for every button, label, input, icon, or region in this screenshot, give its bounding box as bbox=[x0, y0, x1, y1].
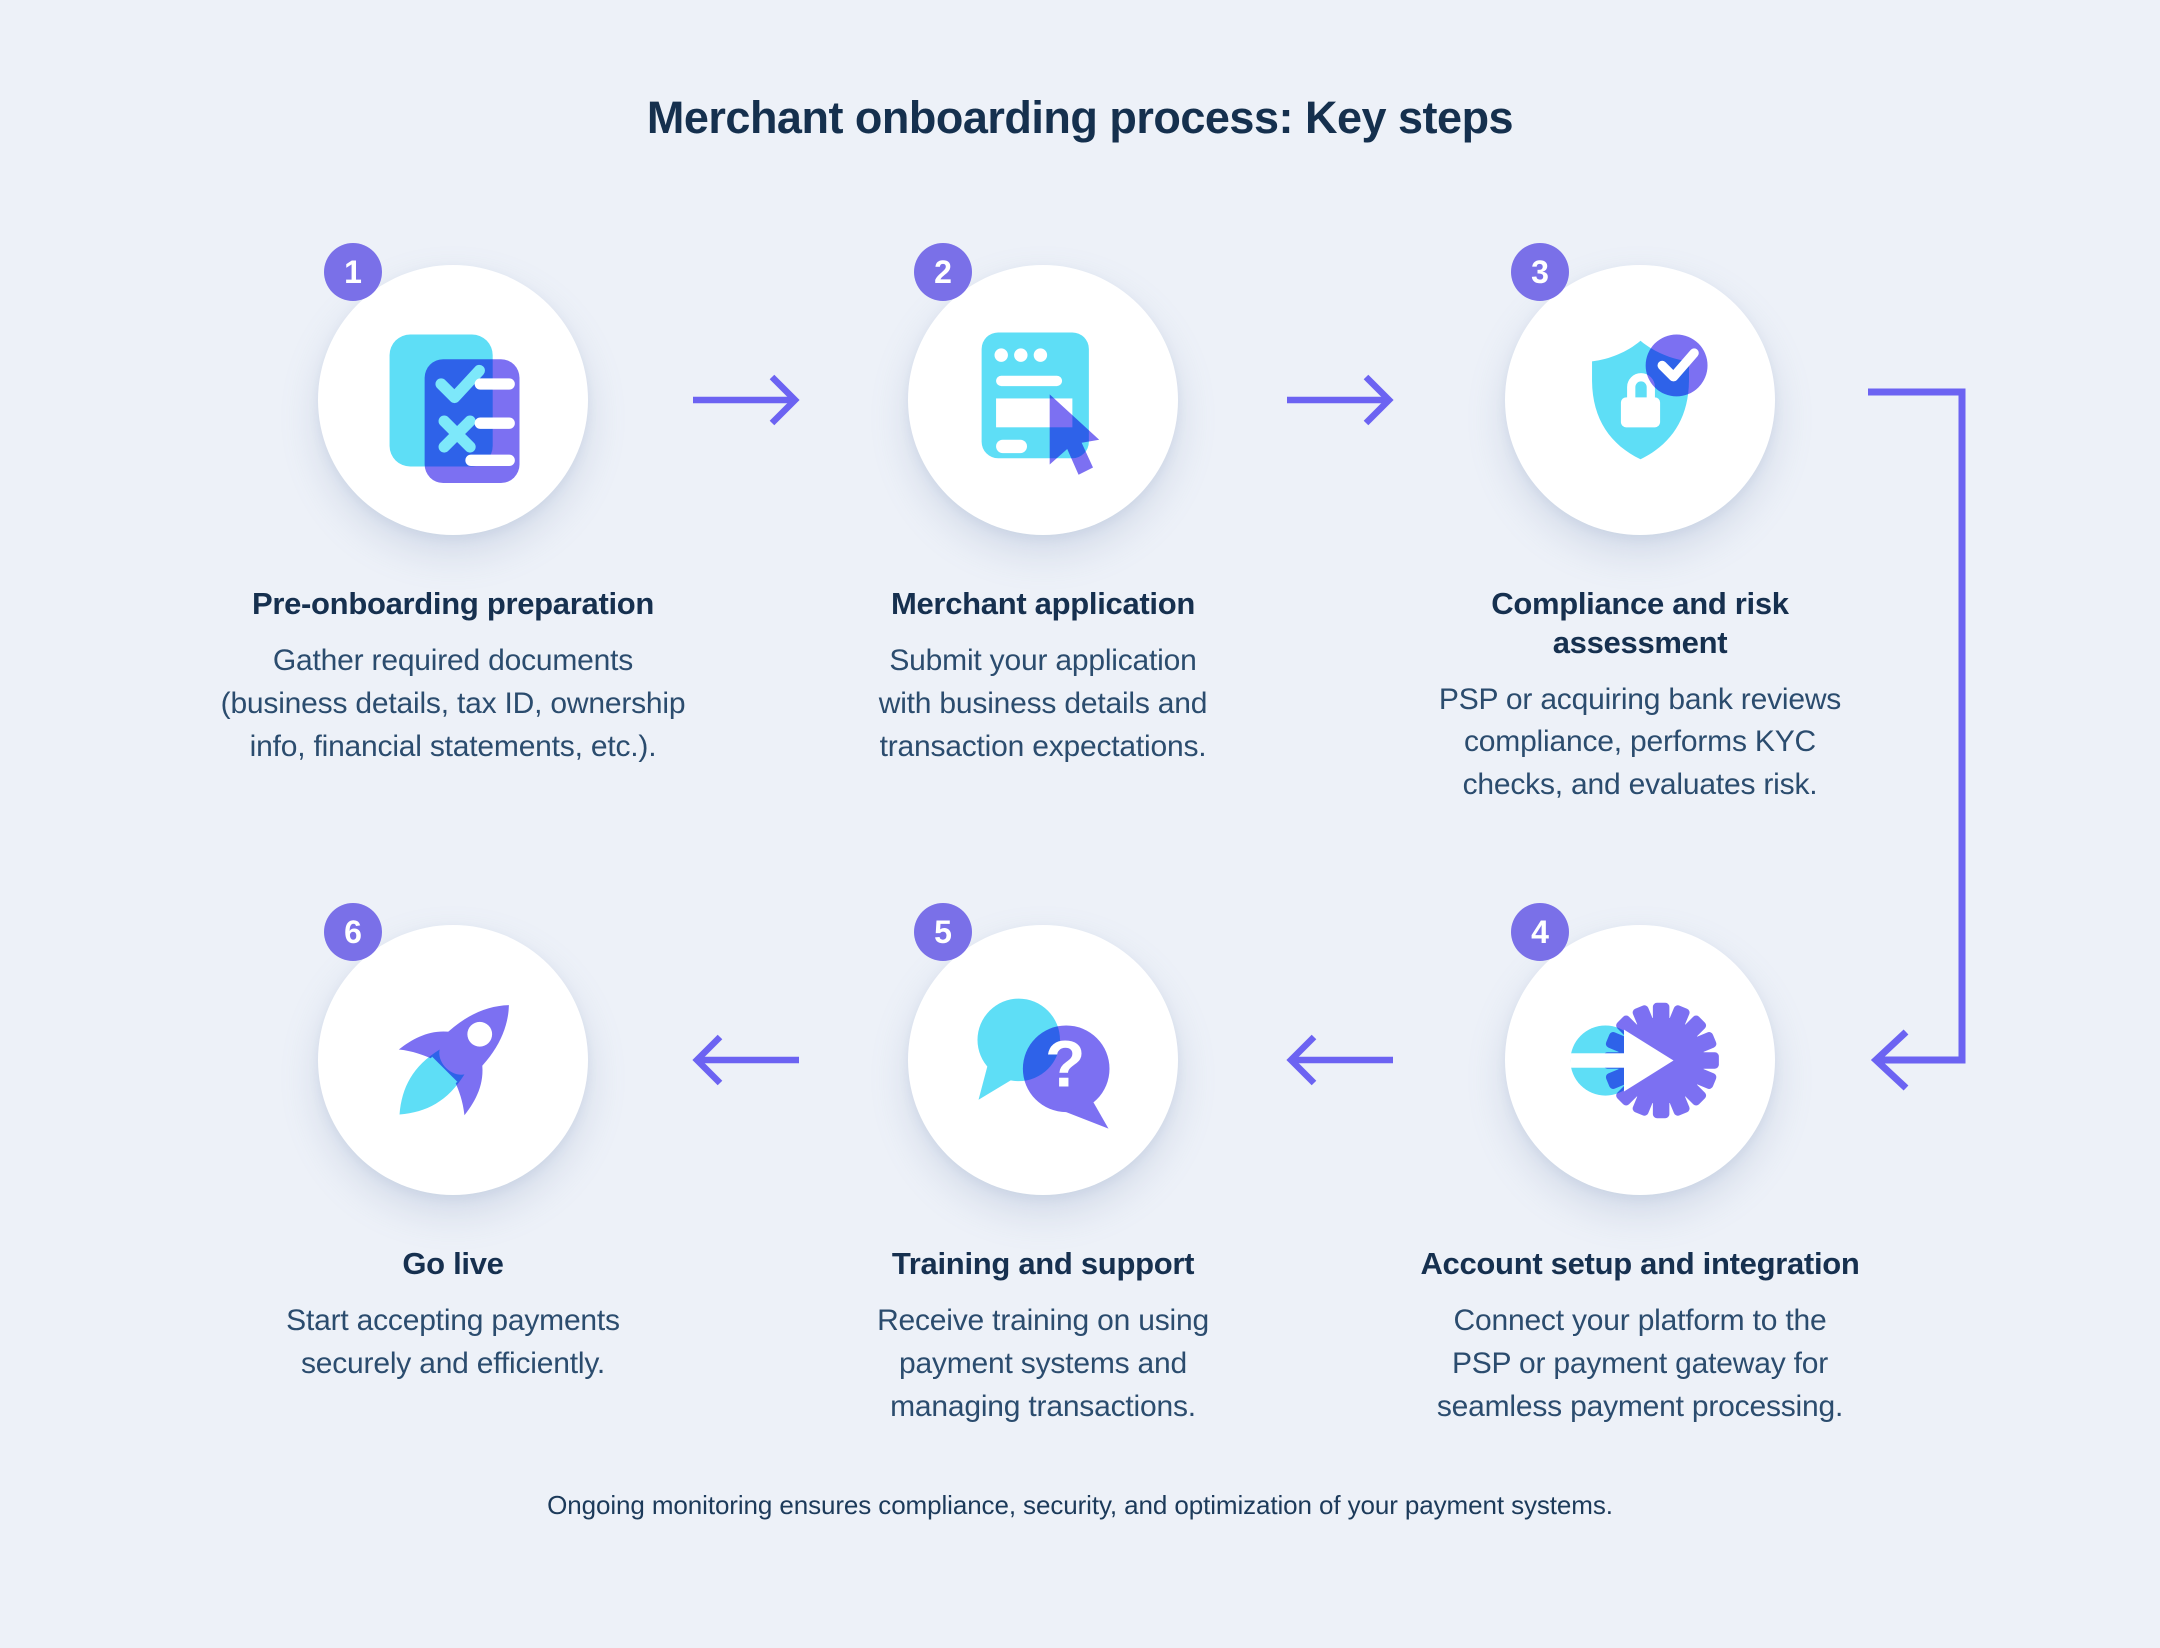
page-title: Merchant onboarding process: Key steps bbox=[646, 92, 1514, 143]
step-1-description: Gather required documents (business deta… bbox=[220, 643, 686, 763]
chat-bubbles-question-icon: ? bbox=[977, 998, 1109, 1129]
step-account-setup-integration: 4 bbox=[1330, 903, 1950, 1428]
step-1-number-badge: 1 bbox=[324, 243, 382, 301]
step-5-number-badge: 5 bbox=[914, 903, 972, 961]
footer-note: Ongoing monitoring ensures compliance, s… bbox=[547, 1490, 1613, 1520]
svg-text:?: ? bbox=[1044, 1026, 1084, 1100]
step-6-title: Go live bbox=[402, 1246, 504, 1281]
step-6-description: Start accepting payments securely and ef… bbox=[286, 1303, 620, 1380]
step-2-number-badge: 2 bbox=[914, 243, 972, 301]
shield-lock-check-icon bbox=[1591, 334, 1708, 459]
rocket-icon bbox=[398, 1004, 509, 1115]
gear-arrow-integration-icon bbox=[1569, 1002, 1719, 1118]
step-4-number-badge: 4 bbox=[1511, 903, 1569, 961]
step-4-circle: 4 bbox=[1505, 903, 1775, 1195]
step-training-support: 5 ? Training and support Receive trainin… bbox=[733, 903, 1353, 1428]
arrow-right-step1-to-step2-icon bbox=[693, 374, 800, 426]
step-5-circle: 5 ? bbox=[908, 903, 1178, 1195]
step-go-live: 6 Go live Start accepting payments secur… bbox=[143, 903, 763, 1386]
arrow-left-step4-to-step5-icon bbox=[1286, 1034, 1393, 1086]
step-4-description: Connect your platform to the PSP or paym… bbox=[1436, 1303, 1844, 1423]
application-form-cursor-icon bbox=[981, 331, 1099, 475]
step-5-description: Receive training on using payment system… bbox=[877, 1303, 1209, 1423]
step-3-circle: 3 bbox=[1505, 243, 1775, 535]
step-5-title: Training and support bbox=[891, 1246, 1195, 1281]
connector-step3-to-step4-icon bbox=[1868, 388, 1966, 1091]
step-1-circle: 1 bbox=[318, 243, 588, 535]
arrow-right-step2-to-step3-icon bbox=[1287, 374, 1394, 426]
step-merchant-application: 2 Merchant application Submit your appli… bbox=[733, 243, 1353, 768]
step-2-description: Submit your application with business de… bbox=[878, 643, 1208, 763]
step-compliance-risk-assessment: 3 Compliance and risk assessment PSP or … bbox=[1330, 243, 1950, 807]
step-6-circle: 6 bbox=[318, 903, 588, 1195]
step-2-title: Merchant application bbox=[890, 586, 1196, 621]
step-3-title: Compliance and risk assessment bbox=[1491, 586, 1789, 660]
step-2-circle: 2 bbox=[908, 243, 1178, 535]
step-6-number-badge: 6 bbox=[324, 903, 382, 961]
checklist-documents-icon bbox=[389, 334, 519, 483]
step-3-description: PSP or acquiring bank reviews compliance… bbox=[1438, 682, 1842, 802]
step-4-title: Account setup and integration bbox=[1420, 1246, 1860, 1281]
step-3-number-badge: 3 bbox=[1511, 243, 1569, 301]
step-1-title: Pre-onboarding preparation bbox=[251, 586, 655, 621]
arrow-left-step5-to-step6-icon bbox=[692, 1034, 799, 1086]
step-pre-onboarding-preparation: 1 Pre-onboarding preparation Gather requ… bbox=[143, 243, 763, 768]
